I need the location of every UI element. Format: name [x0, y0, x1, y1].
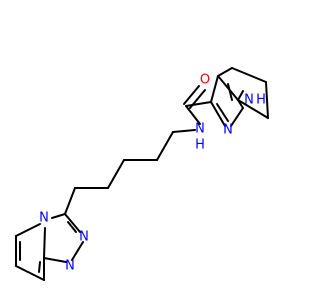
bond	[237, 99, 244, 109]
bond	[156, 131, 174, 161]
bond	[71, 241, 84, 261]
amide-hydrogen-label: H	[195, 138, 205, 153]
bond	[217, 67, 233, 77]
triazole-ring	[43, 213, 84, 263]
bridge-nitrogen-label: N	[39, 211, 49, 226]
bond	[107, 159, 125, 189]
carbonyl-bond	[183, 85, 200, 105]
double-bond-inner	[38, 261, 41, 273]
molecule-diagram: O N H N H N N N N	[0, 0, 300, 300]
triazole-nitrogen-label: N	[79, 230, 89, 245]
bond	[15, 265, 45, 281]
pentyl-chain	[64, 129, 196, 215]
double-bond-inner	[216, 103, 229, 122]
bond	[172, 129, 196, 133]
bond	[185, 101, 212, 107]
amide-nitrogen-label: N	[195, 122, 205, 137]
bond	[230, 107, 244, 127]
background	[0, 0, 300, 300]
bond	[237, 99, 269, 119]
atom-labels: O N H N H N N N N	[39, 73, 266, 274]
bond	[185, 105, 201, 125]
bond	[43, 227, 46, 259]
bond	[265, 81, 269, 119]
amide-group	[183, 85, 212, 125]
oxygen-label: O	[200, 73, 210, 88]
bond	[15, 223, 41, 237]
pyrazole-nh-nitrogen-label: N	[244, 93, 254, 108]
triazole-nitrogen-label: N	[65, 259, 75, 274]
pyridine-ring	[15, 223, 45, 281]
bond	[210, 101, 226, 127]
pyrazole-nitrogen-label: N	[223, 123, 233, 138]
bond	[43, 257, 67, 263]
bond	[64, 213, 81, 233]
bond	[237, 90, 244, 101]
double-bond-inner	[67, 221, 77, 233]
bond	[51, 213, 66, 219]
pyrazole-hydrogen-label: H	[256, 93, 266, 108]
double-bond-inner	[227, 83, 233, 101]
bond	[231, 67, 267, 83]
carbonyl-bond-inner	[189, 89, 206, 109]
bond	[210, 75, 219, 103]
pyrazole-ring	[210, 75, 244, 127]
bond	[64, 187, 76, 215]
